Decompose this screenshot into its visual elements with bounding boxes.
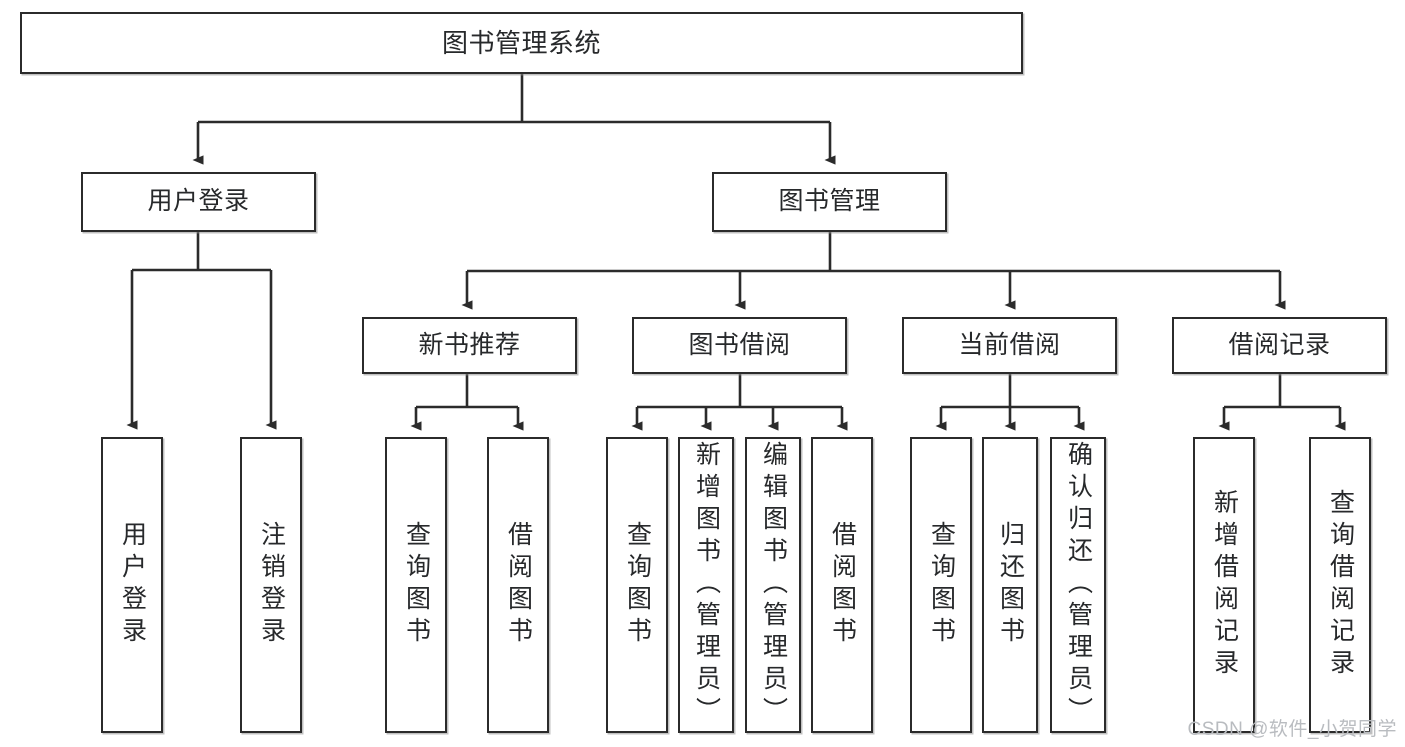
node-label: 借阅记录	[1228, 330, 1331, 359]
node-leaf-query-book-rec[interactable]: 查询图书	[385, 437, 447, 733]
node-label: 图书管理系统	[441, 27, 601, 58]
node-leaf-user-logout[interactable]: 注销登录	[240, 437, 302, 733]
node-leaf-borrow-book[interactable]: 借阅图书	[811, 437, 873, 733]
node-label: 确认归还（管理员）	[1064, 441, 1093, 729]
node-label: 新增图书（管理员）	[692, 441, 721, 729]
node-leaf-edit-book[interactable]: 编辑图书（管理员）	[745, 437, 801, 733]
node-label: 编辑图书（管理员）	[759, 441, 788, 729]
node-label: 图书借阅	[688, 330, 791, 359]
node-label: 借阅图书	[828, 521, 857, 649]
node-leaf-user-login[interactable]: 用户登录	[101, 437, 163, 733]
node-label: 查询图书	[402, 521, 431, 649]
node-label: 借阅图书	[504, 521, 533, 649]
node-leaf-query-book-borrow[interactable]: 查询图书	[606, 437, 668, 733]
node-book-manage[interactable]: 图书管理	[712, 172, 947, 232]
node-label: 查询图书	[623, 521, 652, 649]
node-leaf-borrow-book-rec[interactable]: 借阅图书	[487, 437, 549, 733]
node-label: 注销登录	[257, 521, 286, 649]
node-label: 当前借阅	[958, 330, 1061, 359]
node-current-borrow[interactable]: 当前借阅	[902, 317, 1117, 374]
node-label: 归还图书	[996, 521, 1025, 649]
node-leaf-query-borrow-record[interactable]: 查询借阅记录	[1309, 437, 1371, 733]
watermark-text: CSDN @软件_小贺同学	[1187, 719, 1397, 740]
node-leaf-return-book[interactable]: 归还图书	[982, 437, 1038, 733]
node-root-system[interactable]: 图书管理系统	[20, 12, 1023, 74]
node-label: 查询图书	[927, 521, 956, 649]
node-label: 新增借阅记录	[1210, 489, 1239, 681]
node-leaf-add-borrow-record[interactable]: 新增借阅记录	[1193, 437, 1255, 733]
node-label: 用户登录	[118, 521, 147, 649]
node-label: 图书管理	[778, 187, 881, 216]
node-label: 查询借阅记录	[1326, 489, 1355, 681]
node-borrow-record[interactable]: 借阅记录	[1172, 317, 1387, 374]
node-book-borrow[interactable]: 图书借阅	[632, 317, 847, 374]
node-new-book-recommendation[interactable]: 新书推荐	[362, 317, 577, 374]
node-label: 新书推荐	[418, 330, 521, 359]
node-leaf-query-book-current[interactable]: 查询图书	[910, 437, 972, 733]
node-leaf-confirm-return[interactable]: 确认归还（管理员）	[1050, 437, 1106, 733]
node-leaf-add-book[interactable]: 新增图书（管理员）	[678, 437, 734, 733]
node-user-login[interactable]: 用户登录	[81, 172, 316, 232]
node-label: 用户登录	[147, 187, 250, 216]
